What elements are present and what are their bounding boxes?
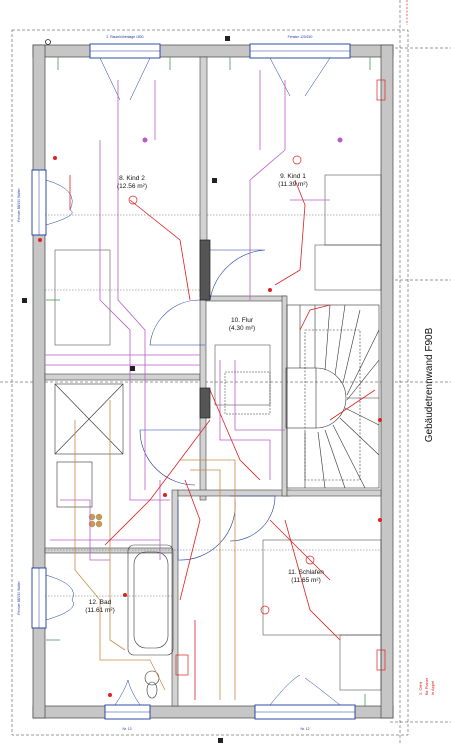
north-marker [45, 39, 51, 45]
room-flur-area: (4.30 m²) [229, 325, 255, 332]
windows [31, 43, 356, 720]
window-label-left-upper: Fenster 88/150 Walter [17, 187, 21, 221]
room-schlafen-name: 11. Schlafen [288, 569, 324, 576]
side-note-line-1: 2. OHH [418, 682, 423, 695]
window-label-bottom-right: Nr. 12 [300, 727, 309, 731]
furniture [54, 174, 382, 691]
staircase [285, 304, 380, 489]
side-note-line-3: in Appel [430, 681, 435, 695]
room-kind2-area: (12.56 m²) [117, 183, 147, 190]
window-label-bottom-left: Nr. 13 [122, 727, 131, 731]
room-labels: 8. Kind 2 (12.56 m²) 9. Kind 1 (11.39 m²… [85, 173, 324, 614]
room-flur-name: 10. Flur [231, 317, 254, 324]
window-labels: 2. Raumhöhenlage 1800 Fenster 120/150 Fe… [17, 35, 312, 731]
electrical-wiring [69, 175, 376, 700]
ceiling-lines [45, 214, 381, 597]
outer-walls [32, 44, 394, 719]
floor-tiles [88, 513, 103, 528]
section-markers [22, 36, 230, 743]
room-bad-name: 12. Bad [89, 599, 112, 606]
room-bad-area: (11.61 m²) [85, 607, 115, 614]
electrical-outlets [128, 79, 386, 676]
room-schlafen-area: (11.65 m²) [291, 577, 321, 584]
heating-valves [142, 137, 343, 143]
room-kind2-name: 8. Kind 2 [119, 175, 145, 182]
water-pipes [74, 400, 236, 700]
dimension-markers [46, 57, 371, 706]
side-note: 2. OHH für Planer in Appel [418, 677, 435, 695]
bathroom-fixtures [54, 383, 174, 699]
window-label-left-lower: Fenster 88/150 Walter [17, 580, 21, 614]
room-kind1-area: (11.39 m²) [278, 181, 308, 188]
window-label-top-left: 2. Raumhöhenlage 1800 [106, 35, 143, 39]
side-note-line-2: für Planer [424, 677, 429, 695]
party-wall-label: Gebäudetrennwand F90B [424, 327, 435, 442]
electrical-points [38, 156, 382, 697]
window-label-top-right: Fenster 120/150 [288, 35, 313, 39]
room-kind1-name: 9. Kind 1 [280, 173, 306, 180]
